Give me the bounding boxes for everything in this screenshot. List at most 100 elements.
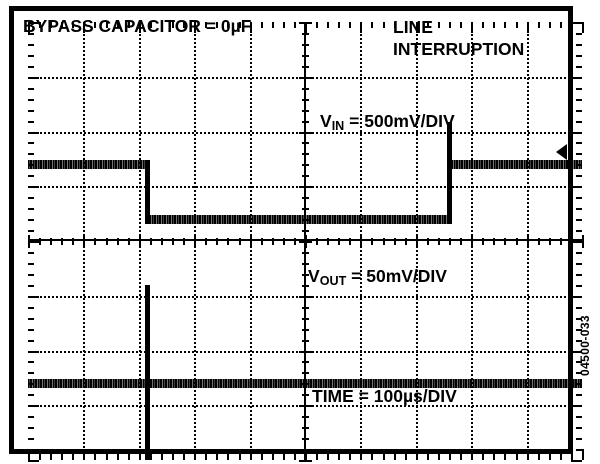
axis-tick — [301, 262, 309, 265]
axis-tick — [515, 237, 518, 245]
label-timebase: TIME = 100µs/DIV — [312, 386, 457, 406]
frame-tick-right — [576, 54, 582, 57]
frame-tick-left — [28, 394, 34, 397]
frame-tick-bottom — [482, 454, 485, 460]
axis-tick — [301, 317, 309, 320]
frame-tick-left — [28, 65, 34, 68]
axis-tick — [293, 237, 296, 245]
frame-tick-bottom — [83, 449, 86, 460]
frame-tick-top — [515, 22, 518, 28]
frame-tick-left — [28, 131, 39, 134]
axis-tick — [194, 234, 197, 248]
axis-tick — [504, 237, 507, 245]
frame-tick-right — [576, 208, 582, 211]
frame-tick-top — [382, 22, 385, 28]
frame-tick-left — [28, 197, 34, 200]
axis-tick — [282, 237, 285, 245]
frame-tick-bottom — [382, 454, 385, 460]
frame-tick-top — [360, 22, 363, 33]
label-bypass-capacitor: BYPASS CAPACITOR = 0µF — [23, 16, 252, 36]
frame-tick-top — [570, 22, 573, 28]
axis-tick — [298, 241, 312, 243]
frame-tick-top — [149, 22, 152, 28]
frame-tick-left — [28, 350, 39, 353]
frame-tick-top — [471, 22, 474, 33]
frame-tick-top — [238, 22, 241, 28]
frame-tick-right — [571, 22, 582, 24]
frame-tick-left — [28, 241, 39, 243]
plot-area — [28, 22, 584, 462]
axis-tick — [301, 273, 309, 276]
axis-tick — [360, 234, 363, 248]
axis-tick — [548, 237, 551, 245]
frame-tick-right — [576, 142, 582, 145]
frame-tick-top — [194, 22, 197, 33]
axis-tick — [301, 438, 309, 441]
frame-tick-left — [28, 230, 34, 233]
frame-tick-top — [415, 22, 418, 33]
axis-tick — [301, 164, 309, 167]
axis-tick — [301, 32, 309, 35]
frame-tick-top — [216, 22, 219, 28]
frame-tick-right — [576, 175, 582, 178]
frame-tick-left — [28, 98, 34, 101]
figure-id-label: 04500-033 — [578, 315, 592, 376]
frame-tick-left — [28, 372, 34, 375]
axis-tick — [449, 237, 452, 245]
frame-tick-top — [293, 22, 296, 28]
frame-tick-bottom — [238, 454, 241, 460]
frame-tick-top — [316, 22, 319, 28]
label-vout-value: = 50mV/DIV — [346, 266, 447, 286]
frame-tick-bottom — [504, 454, 507, 460]
trace-vin-low — [147, 214, 450, 224]
frame-tick-bottom — [72, 454, 75, 460]
frame-tick-bottom — [338, 454, 341, 460]
frame-tick-bottom — [570, 454, 573, 460]
axis-tick — [301, 54, 309, 57]
axis-tick — [482, 237, 485, 245]
frame-tick-bottom — [216, 454, 219, 460]
frame-tick-right — [576, 306, 582, 309]
axis-tick — [116, 237, 119, 245]
frame-tick-top — [437, 22, 440, 28]
frame-tick-right — [571, 350, 582, 353]
frame-tick-bottom — [305, 449, 307, 460]
axis-tick — [298, 76, 312, 79]
label-vin-scale: VIN = 500mV/DIV — [320, 111, 455, 133]
trace-vin-high-left — [28, 159, 148, 169]
frame-tick-right — [576, 273, 582, 276]
frame-tick-top — [28, 22, 30, 33]
axis-tick — [301, 87, 309, 90]
frame-tick-bottom — [105, 454, 108, 460]
axis-tick — [393, 237, 396, 245]
frame-tick-bottom — [138, 449, 141, 460]
axis-tick — [172, 237, 175, 245]
frame-tick-top — [116, 22, 119, 28]
frame-tick-right — [576, 317, 582, 320]
frame-tick-bottom — [449, 454, 452, 460]
axis-tick — [72, 237, 75, 245]
axis-tick — [415, 234, 418, 248]
frame-tick-right — [576, 427, 582, 430]
frame-tick-right — [576, 328, 582, 331]
axis-tick — [301, 449, 309, 452]
axis-tick — [301, 328, 309, 331]
axis-tick — [437, 237, 440, 245]
frame-tick-left — [28, 219, 34, 222]
axis-tick — [160, 237, 163, 245]
frame-tick-top — [504, 22, 507, 28]
label-line-interruption-line2: INTERRUPTION — [393, 39, 525, 59]
frame-tick-left — [28, 339, 34, 342]
frame-tick-left — [28, 262, 34, 265]
frame-tick-bottom — [327, 454, 330, 460]
frame-tick-right — [576, 230, 582, 233]
axis-tick — [471, 234, 474, 248]
frame-tick-bottom — [116, 454, 119, 460]
frame-tick-right — [576, 153, 582, 156]
frame-tick-right — [571, 76, 582, 79]
frame-tick-left — [28, 109, 34, 112]
frame-tick-right — [576, 449, 582, 452]
frame-tick-bottom — [50, 454, 53, 460]
frame-tick-bottom — [548, 454, 551, 460]
axis-tick — [301, 251, 309, 254]
